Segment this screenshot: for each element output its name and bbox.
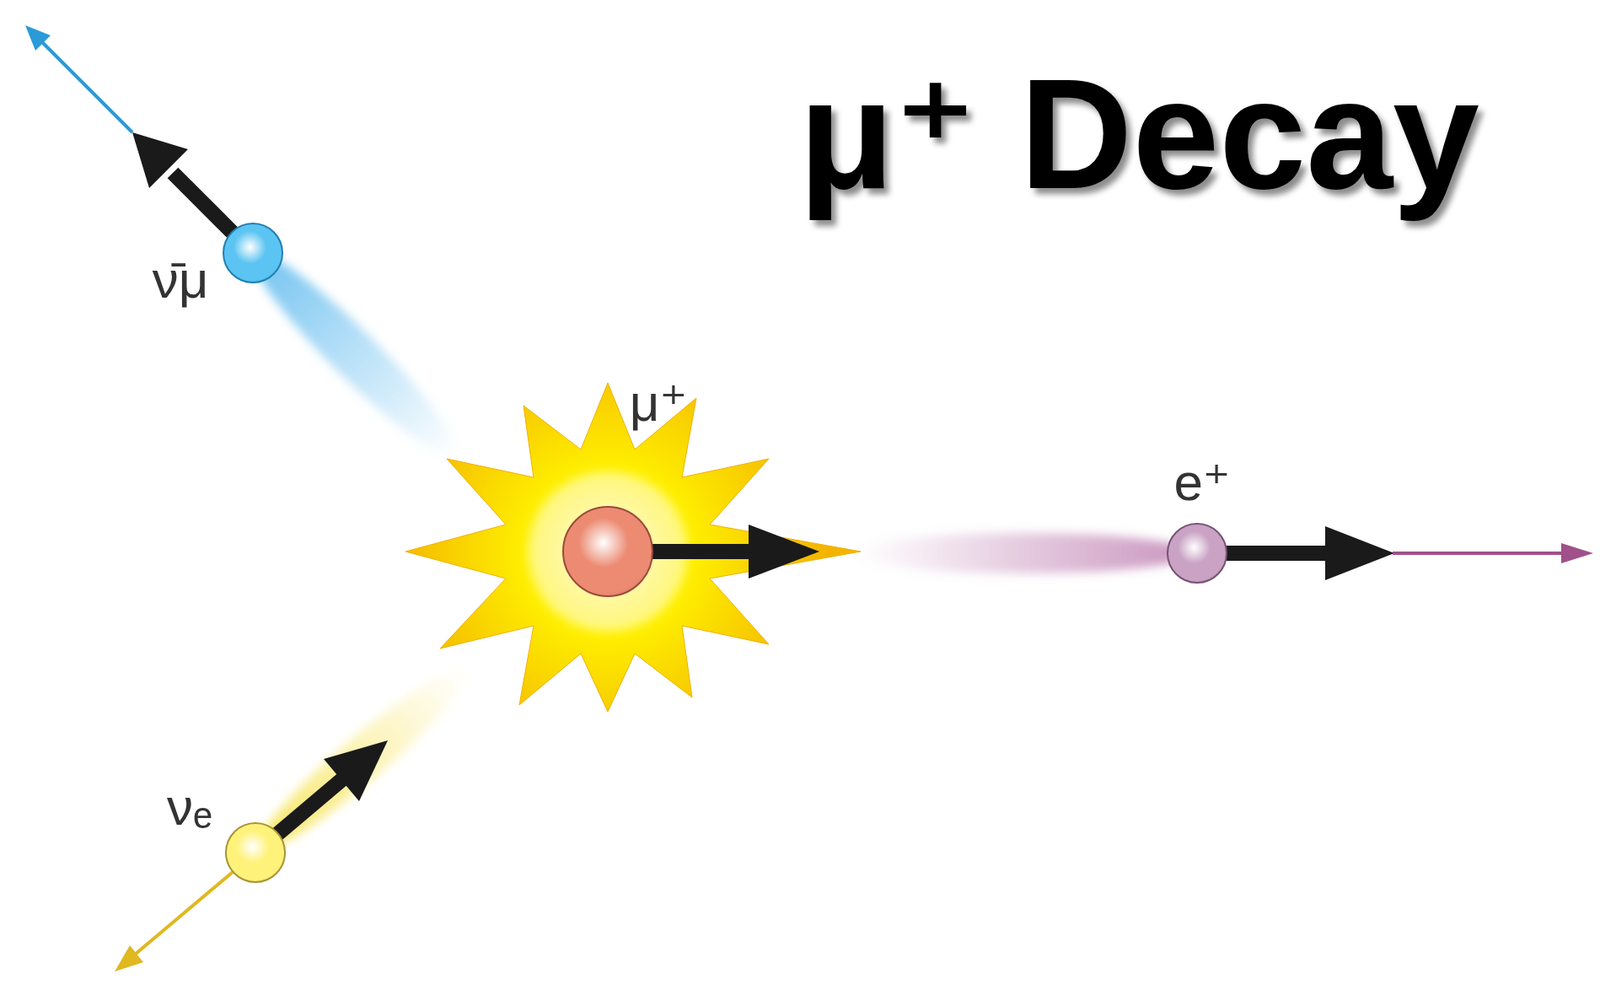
track-head — [1561, 542, 1594, 564]
arrow-head — [323, 740, 388, 801]
particle-label: νₑ — [166, 778, 213, 836]
arrow-head — [132, 132, 188, 188]
momentum-arrow — [1222, 545, 1337, 561]
positron-trail — [855, 532, 1193, 574]
momentum-arrow — [649, 543, 759, 559]
decay-starburst — [405, 382, 861, 712]
track-line — [1392, 551, 1568, 555]
track-line — [130, 867, 238, 958]
particle-label: ν̄μ — [152, 251, 210, 309]
particle-circle: μ⁺ — [562, 505, 654, 597]
particle-circle: ν̄μ — [222, 222, 284, 284]
diagram-title: μ⁺ Decay — [799, 56, 1480, 213]
momentum-arrow — [172, 172, 235, 235]
particle-circle: νₑ — [225, 821, 286, 883]
track-head — [114, 944, 144, 972]
neutrino-trail — [246, 654, 480, 864]
momentum-arrow — [276, 774, 348, 835]
particle-label: μ⁺ — [629, 374, 688, 432]
track-head — [25, 25, 51, 51]
particle-circle: e⁺ — [1166, 522, 1228, 584]
arrow-head — [1325, 526, 1395, 580]
track-line — [37, 37, 133, 133]
particle-label: e⁺ — [1173, 453, 1230, 511]
arrow-head — [748, 524, 820, 579]
